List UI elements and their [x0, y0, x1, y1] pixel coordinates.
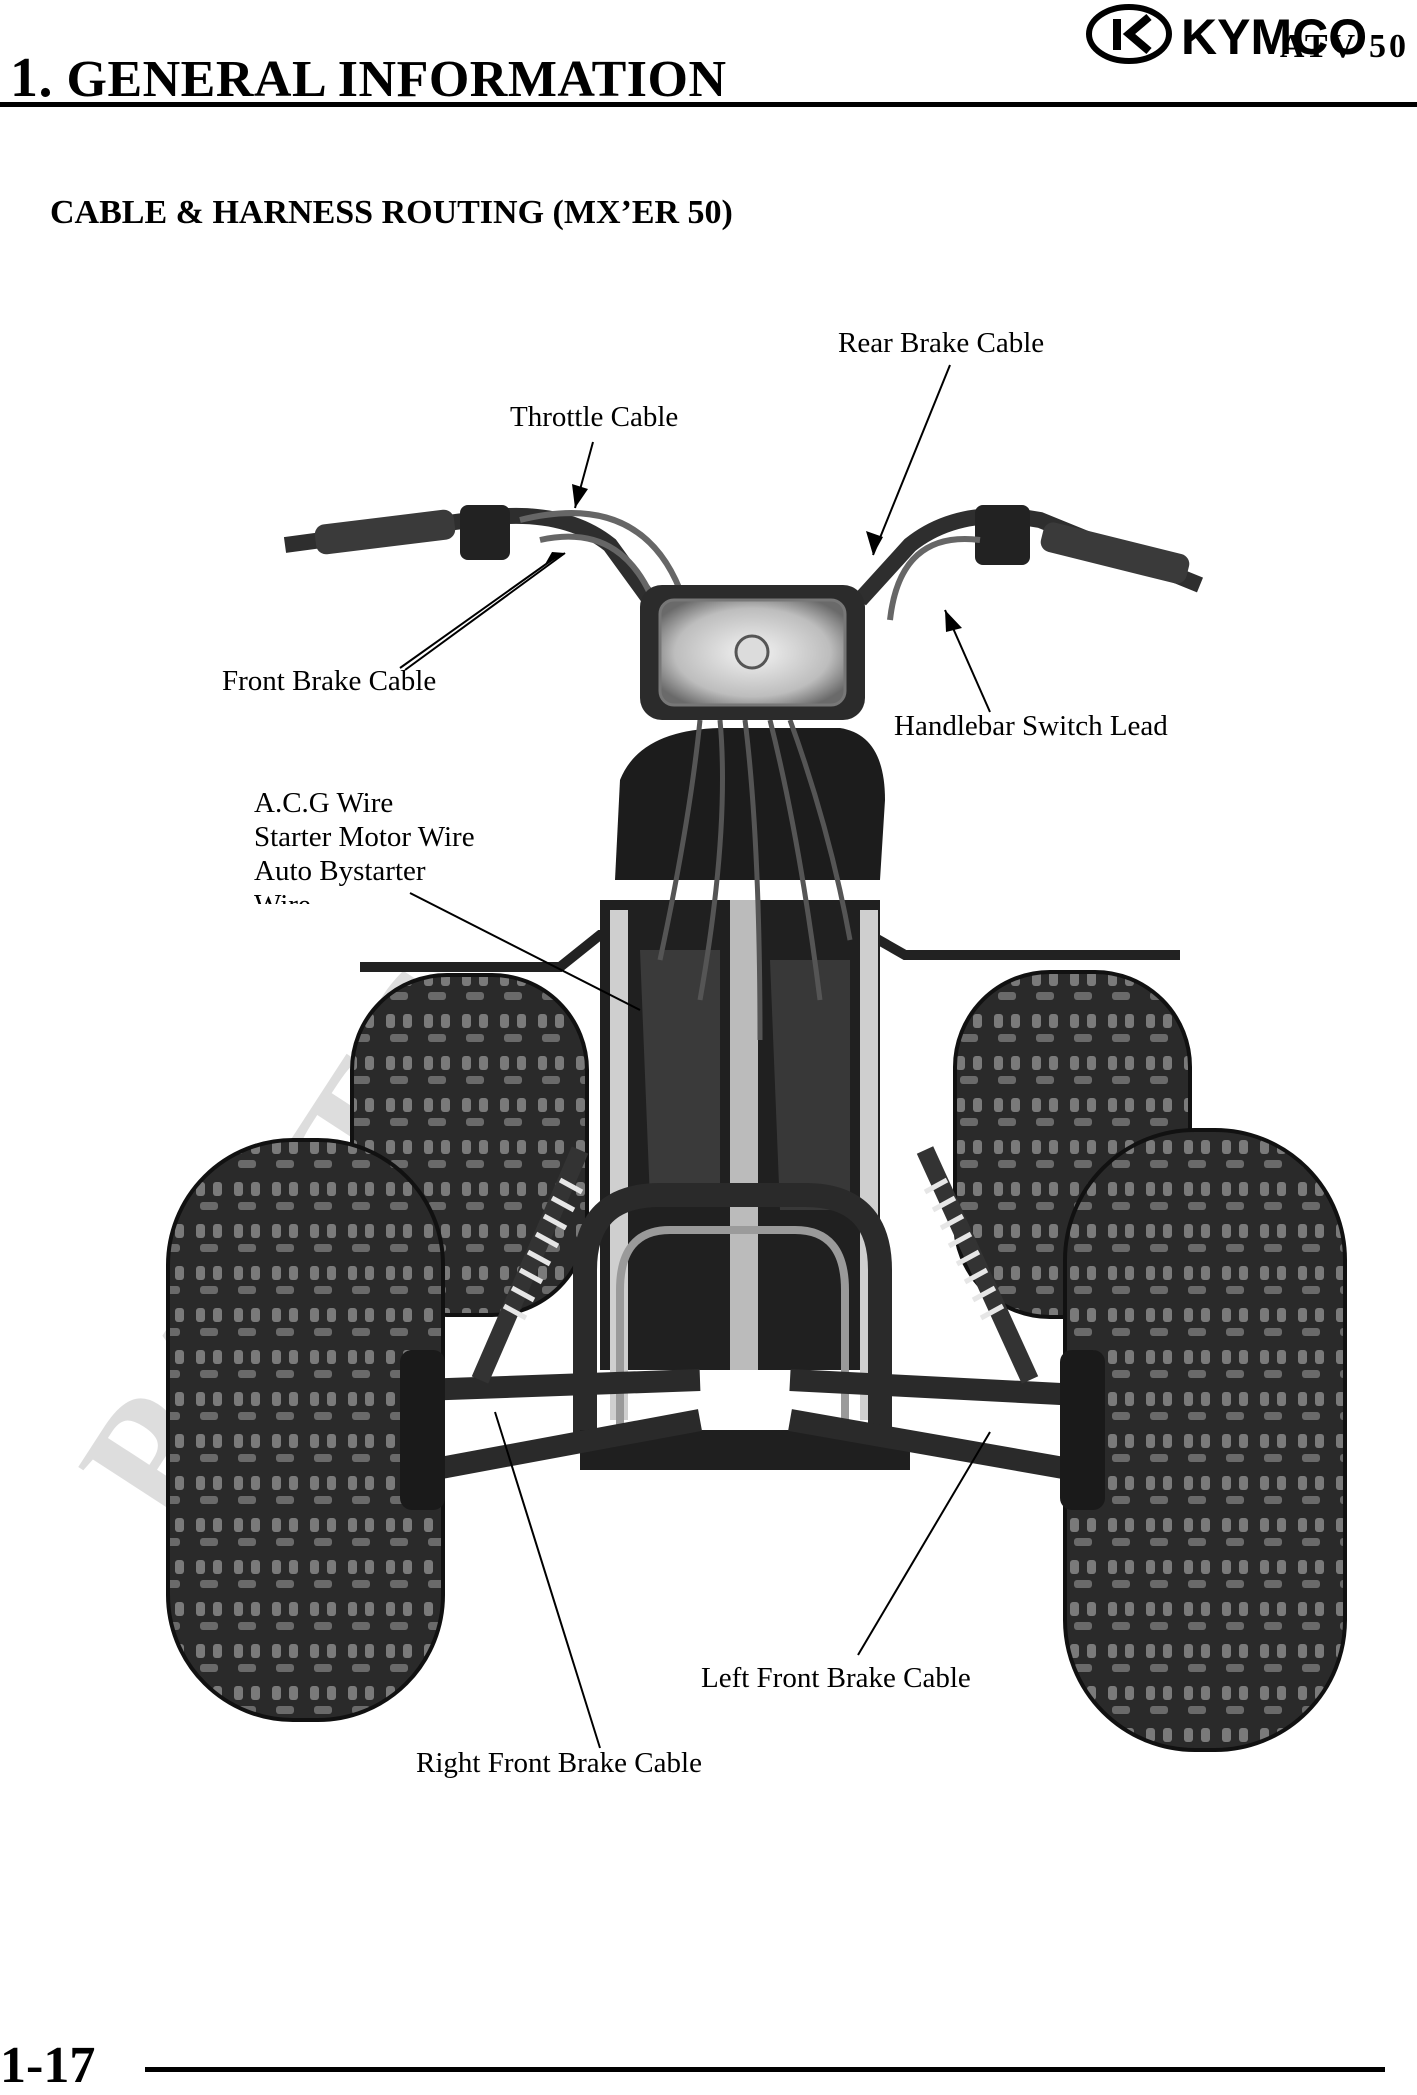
front-bumper: [573, 1183, 892, 1440]
callout-left-front-brake-cable: Left Front Brake Cable: [701, 1662, 971, 1694]
left-grip: [314, 509, 456, 555]
model-label: ATV 50: [1279, 28, 1409, 65]
kymco-logo: KYMCO: [1086, 4, 1367, 65]
callout-front-brake-cable: Front Brake Cable: [222, 665, 437, 697]
left-a-arm: [419, 1369, 703, 1481]
callout-throttle-cable: Throttle Cable: [510, 401, 679, 433]
callout-wire-group: A.C.G Wire Starter Motor Wire Auto Bysta…: [254, 786, 475, 904]
right-hub: [1060, 1350, 1105, 1510]
left-switch-housing: [460, 505, 510, 560]
callout-rear-brake-cable: Rear Brake Cable: [838, 327, 1045, 359]
footer-rule: [145, 2067, 1385, 2072]
callout-leaders: [399, 364, 991, 1749]
section-heading: CABLE & HARNESS ROUTING (MX’ER 50): [50, 194, 733, 231]
callout-auto-bystarter-wire: Wire: [254, 888, 475, 904]
right-switch-housing: [975, 505, 1030, 565]
engine-block: [640, 950, 720, 1200]
left-shock: [471, 1146, 589, 1384]
callout-handlebar-switch-lead: Handlebar Switch Lead: [894, 710, 1168, 742]
brand-text: KYMCO: [1181, 9, 1367, 65]
callout-starter-motor-wire: Starter Motor Wire: [254, 821, 475, 853]
headlight-bulb: [734, 634, 770, 670]
bumper-inner: [616, 1226, 849, 1440]
callout-auto-bystarter: Auto Bystarter: [254, 855, 426, 887]
right-grip: [1040, 522, 1190, 584]
page-number: 1-17: [0, 2037, 96, 2094]
header-rule: [0, 102, 1417, 107]
callout-acg-wire: A.C.G Wire: [254, 787, 394, 819]
engine-right: [770, 960, 850, 1210]
right-shock: [916, 1146, 1039, 1384]
chapter-number: 1.: [10, 47, 53, 109]
wiring-harness: [657, 719, 853, 1041]
chapter-title: 1. GENERAL INFORMATION: [10, 46, 727, 110]
callout-arrowheads: [544, 484, 962, 632]
chapter-title-text: GENERAL INFORMATION: [66, 51, 727, 108]
right-a-arm: [788, 1369, 1081, 1481]
callout-right-front-brake-cable: Right Front Brake Cable: [416, 1747, 702, 1779]
left-hub: [400, 1350, 445, 1510]
center-tube: [730, 900, 758, 1370]
front-right-tire: [1063, 1128, 1347, 1752]
